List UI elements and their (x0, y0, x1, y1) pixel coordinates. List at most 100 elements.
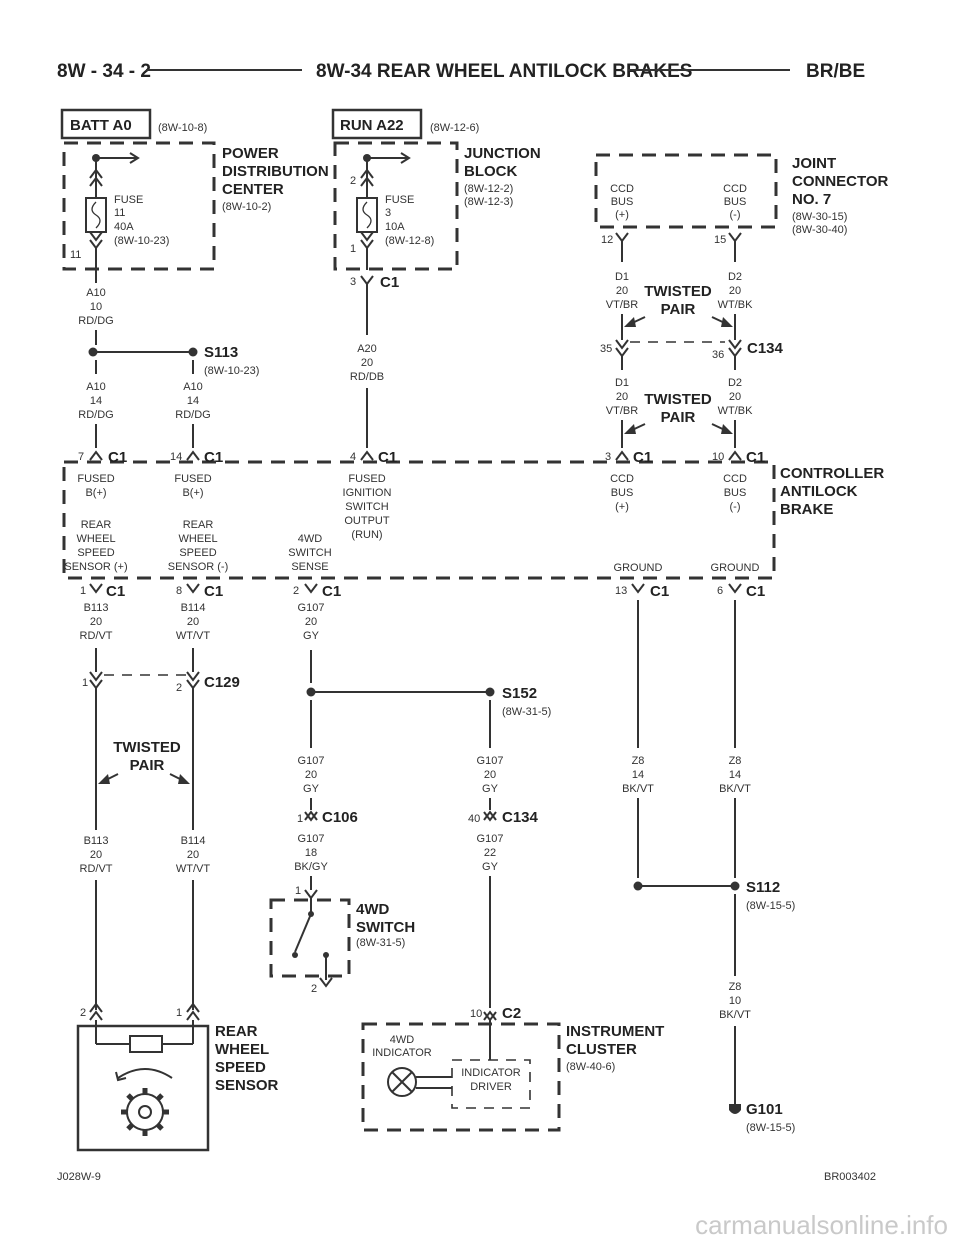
cab-c1-pin10: C1 (746, 449, 765, 466)
c129-1-term (89, 671, 103, 690)
cab-pin3: 3 (605, 451, 611, 463)
rwss-pin2-term (89, 1002, 103, 1021)
jb-bus-arrow (400, 152, 411, 164)
cab-p14-l2: B(+) (182, 487, 203, 499)
fuse11-term-bot (89, 231, 103, 250)
wire-d2-bot-l1: D2 (728, 377, 742, 389)
cab-name-2: ANTILOCK (780, 483, 858, 500)
switch-ref: (8W-31-5) (356, 937, 405, 949)
footer-left: J028W-9 (57, 1171, 101, 1183)
switch-name-1: 4WD (356, 901, 390, 918)
jc7-ref-1: (8W-30-15) (792, 211, 847, 223)
fuse11-element (91, 201, 101, 229)
cab-p4-l4: OUTPUT (344, 515, 390, 527)
fuse11-term-top (89, 168, 103, 187)
cab-p2-l2: SWITCH (288, 547, 331, 559)
wire-g107-22-l2: 22 (484, 847, 496, 859)
pdc-name-3: CENTER (222, 181, 284, 198)
cab-pin2-term (304, 583, 318, 594)
jc7-outline (594, 153, 778, 229)
jb-c1-label: C1 (380, 274, 399, 291)
jc7-pin12-term (615, 232, 629, 243)
wire-g107-18-l1: G107 (298, 833, 325, 845)
cab-c1-pin3: C1 (633, 449, 652, 466)
jc7-ccdp-l2: BUS (611, 196, 634, 208)
cab-pin14: 14 (170, 451, 182, 463)
page-number: 8W - 34 - 2 (57, 61, 151, 82)
wire-z8-10-l1: Z8 (729, 981, 742, 993)
run-source-label: RUN A22 (340, 117, 404, 134)
twisted-pair-1-arrowhead-r (721, 317, 733, 327)
jb-name-2: BLOCK (464, 163, 517, 180)
fuse3-body (356, 197, 378, 233)
run-source-box (331, 108, 423, 140)
wire-d2-bot-l2: 20 (729, 391, 741, 403)
ic-ref: (8W-40-6) (566, 1061, 615, 1073)
cab-pin3-term (615, 450, 629, 461)
cab-pin4-term (360, 450, 374, 461)
rwss-rotation-arc (117, 1068, 173, 1079)
run-source-ref: (8W-12-6) (430, 122, 479, 134)
rwss-body (76, 1024, 210, 1152)
fuse3-term-top (360, 168, 374, 187)
c134-40-term (483, 810, 497, 822)
wire-z8-b-l3: BK/VT (719, 783, 751, 795)
batt-source-ref: (8W-10-8) (158, 122, 207, 134)
rwss-pin1-term (186, 1002, 200, 1021)
wire-b113-bot-l3: RD/VT (80, 863, 113, 875)
batt-source-label: BATT A0 (70, 117, 132, 134)
cab-p6-l1: GROUND (711, 562, 760, 574)
cab-pin8: 8 (176, 585, 182, 597)
cab-c1-pin8: C1 (204, 583, 223, 600)
cab-name-3: BRAKE (780, 501, 833, 518)
wire-g107-top-l1: G107 (298, 602, 325, 614)
wire-g107-right-l2: 20 (484, 769, 496, 781)
ic-indicator-l2: INDICATOR (372, 1047, 432, 1059)
cab-c1-pin7: C1 (108, 449, 127, 466)
wire-g107-left-l3: GY (303, 783, 320, 795)
c129-2-term (186, 671, 200, 690)
ic-name-1: INSTRUMENT (566, 1023, 664, 1040)
cab-p1-l3: SPEED (77, 547, 114, 559)
jb-c1-pin: 3 (350, 276, 356, 288)
cab-p7-l2: B(+) (85, 487, 106, 499)
wire-g107-left-l1: G107 (298, 755, 325, 767)
fuse11-l2: 11 (114, 207, 125, 219)
cab-p4-l1: FUSED (348, 473, 385, 485)
fuse3-l1: FUSE (385, 194, 414, 206)
wire-g107-18-l2: 18 (305, 847, 317, 859)
wire-d1-bot-l1: D1 (615, 377, 629, 389)
fuse3-pin-bot: 1 (350, 243, 356, 255)
wire-g107-top-l3: GY (303, 630, 320, 642)
cab-pin7-term (89, 450, 103, 461)
wire-d1-top-l1: D1 (615, 271, 629, 283)
s113-name: S113 (204, 344, 238, 361)
wire-a10-10-l1: A10 (86, 287, 106, 299)
wire-z8-a-l2: 14 (632, 769, 644, 781)
cab-pin1-term (89, 583, 103, 594)
wire-a20-l1: A20 (357, 343, 377, 355)
cab-p8-l4: SENSOR (-) (168, 561, 229, 573)
pdc-ref: (8W-10-2) (222, 201, 271, 213)
wire-d2-top-l3: WT/BK (718, 299, 753, 311)
c134-bottom-label: C134 (502, 809, 539, 826)
page-title: 8W-34 REAR WHEEL ANTILOCK BRAKES (316, 61, 692, 82)
c129-pin1: 1 (82, 677, 88, 689)
rwss-coil (129, 1035, 163, 1053)
rwss-name-4: SENSOR (215, 1077, 279, 1094)
lamp-leads (416, 1076, 452, 1089)
wire-a10-14b-l3: RD/DG (175, 409, 210, 421)
cab-p4-l3: SWITCH (345, 501, 388, 513)
cab-p10-l1: CCD (723, 473, 747, 485)
wire-g107-18-l3: BK/GY (294, 861, 328, 873)
switch-pivot (292, 952, 298, 958)
c106-pin1: 1 (297, 813, 303, 825)
wire-g107-22-l1: G107 (477, 833, 504, 845)
wire-b114-top-l1: B114 (181, 602, 206, 614)
ground-icon (729, 1104, 741, 1114)
wire-a10-14a-l3: RD/DG (78, 409, 113, 421)
fuse3-ref: (8W-12-8) (385, 235, 434, 247)
c134-top-label: C134 (747, 340, 784, 357)
cab-pin6-term (728, 583, 742, 594)
wire-b113-top-l1: B113 (84, 602, 109, 614)
